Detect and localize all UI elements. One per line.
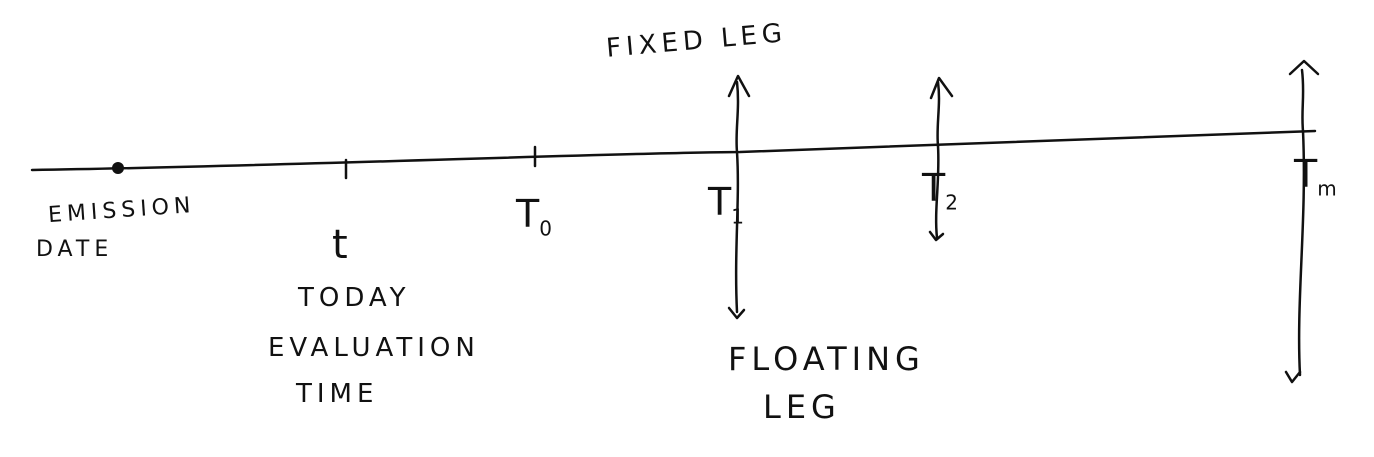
T2-label: T2	[922, 166, 958, 215]
emission-date-marker	[112, 162, 124, 174]
today-label-line2: EVALUATION	[268, 333, 480, 363]
today-label-line1: TODAY	[298, 283, 411, 313]
T1-subscript: 1	[731, 204, 744, 229]
fixed-leg-arrow-T1	[735, 80, 740, 154]
fixed-leg-arrowhead-T1	[727, 74, 751, 98]
emission-date-label-line2: DATE	[36, 237, 114, 262]
fixed-leg-arrowhead-T2	[929, 76, 954, 100]
timeline-axis	[30, 129, 1317, 172]
floating-leg-arrow-T1	[734, 150, 740, 314]
floating-leg-arrowhead-Tm	[1284, 370, 1302, 384]
floating-leg-arrow-T2	[934, 144, 940, 240]
floating-leg-arrow-Tm	[1297, 129, 1306, 377]
fixed-leg-arrow-T2	[936, 80, 941, 148]
floating-leg-arrowhead-T2	[928, 230, 945, 242]
fixed-leg-arrow-Tm	[1300, 68, 1305, 133]
T2-main: T	[922, 166, 946, 210]
floating-leg-label-line2: LEG	[763, 388, 841, 426]
today-t-label: t	[332, 222, 348, 268]
T1-main: T	[708, 180, 732, 224]
T0-subscript: 0	[539, 216, 552, 241]
Tm-label: Tm	[1294, 152, 1337, 201]
today-label-line3: TIME	[296, 379, 379, 409]
floating-leg-label-line1: FLOATING	[728, 340, 925, 378]
T1-label: T1	[708, 180, 744, 229]
fixed-leg-arrowhead-Tm	[1288, 59, 1320, 76]
T0-label: T0	[516, 192, 552, 241]
T0-main: T	[516, 192, 540, 236]
Tm-main: T	[1294, 152, 1318, 196]
Tm-subscript: m	[1317, 176, 1337, 201]
floating-leg-arrowhead-T1	[727, 306, 746, 320]
T2-subscript: 2	[945, 190, 958, 215]
